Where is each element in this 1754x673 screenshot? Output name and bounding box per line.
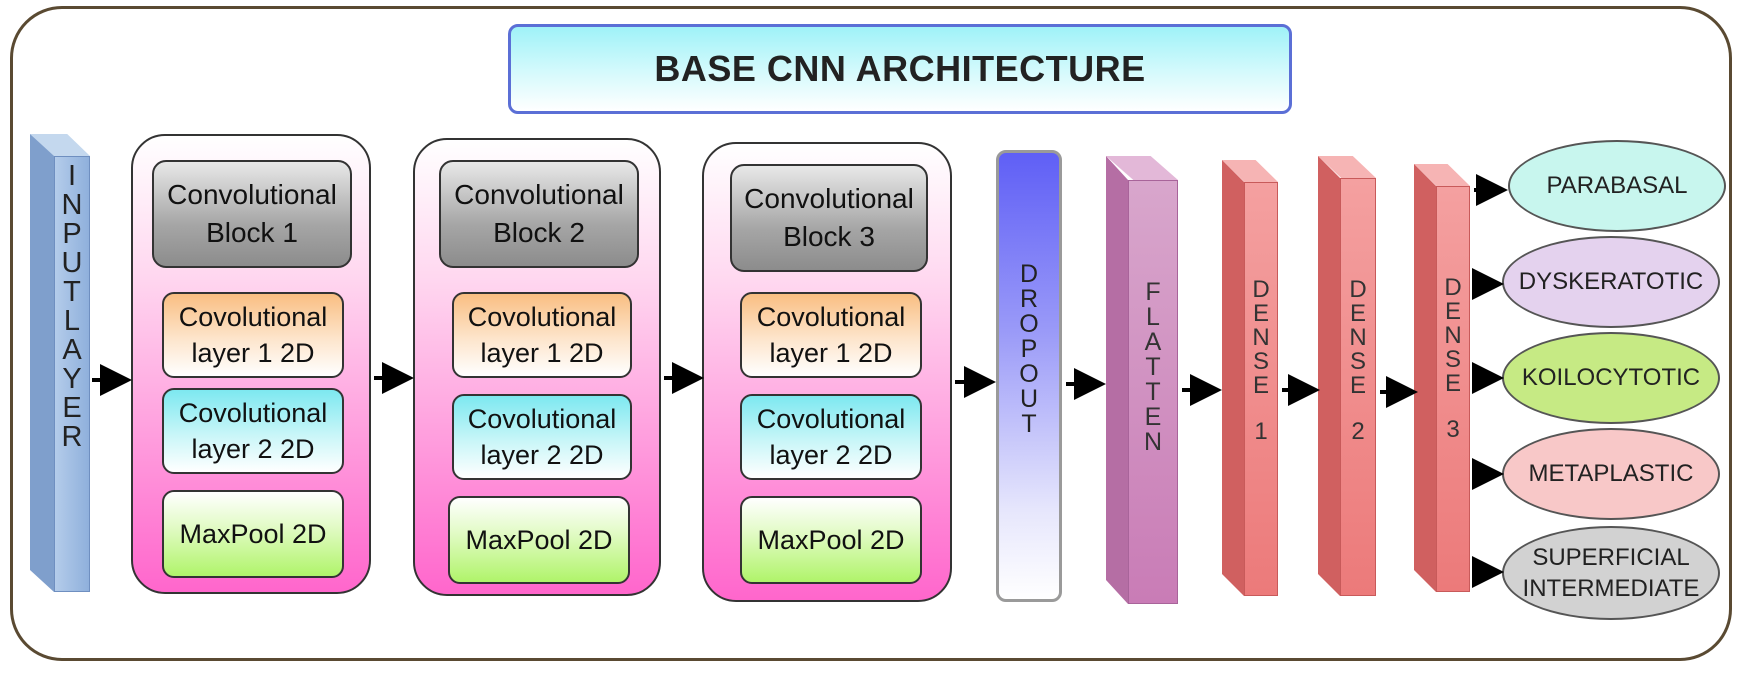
conv-block-3-maxpool: MaxPool 2D [740,496,922,584]
diagram-frame [10,6,1732,661]
output-dyskeratotic: DYSKERATOTIC [1502,236,1720,328]
diagram-title-text: BASE CNN ARCHITECTURE [654,48,1146,89]
conv-block-2-maxpool: MaxPool 2D [448,496,630,584]
output-metaplastic: METAPLASTIC [1502,428,1720,520]
output-parabasal: PARABASAL [1508,140,1726,232]
diagram-title: BASE CNN ARCHITECTURE [508,24,1292,114]
output-koilocytotic: KOILOCYTOTIC [1502,332,1720,424]
conv-block-1-maxpool: MaxPool 2D [162,490,344,578]
